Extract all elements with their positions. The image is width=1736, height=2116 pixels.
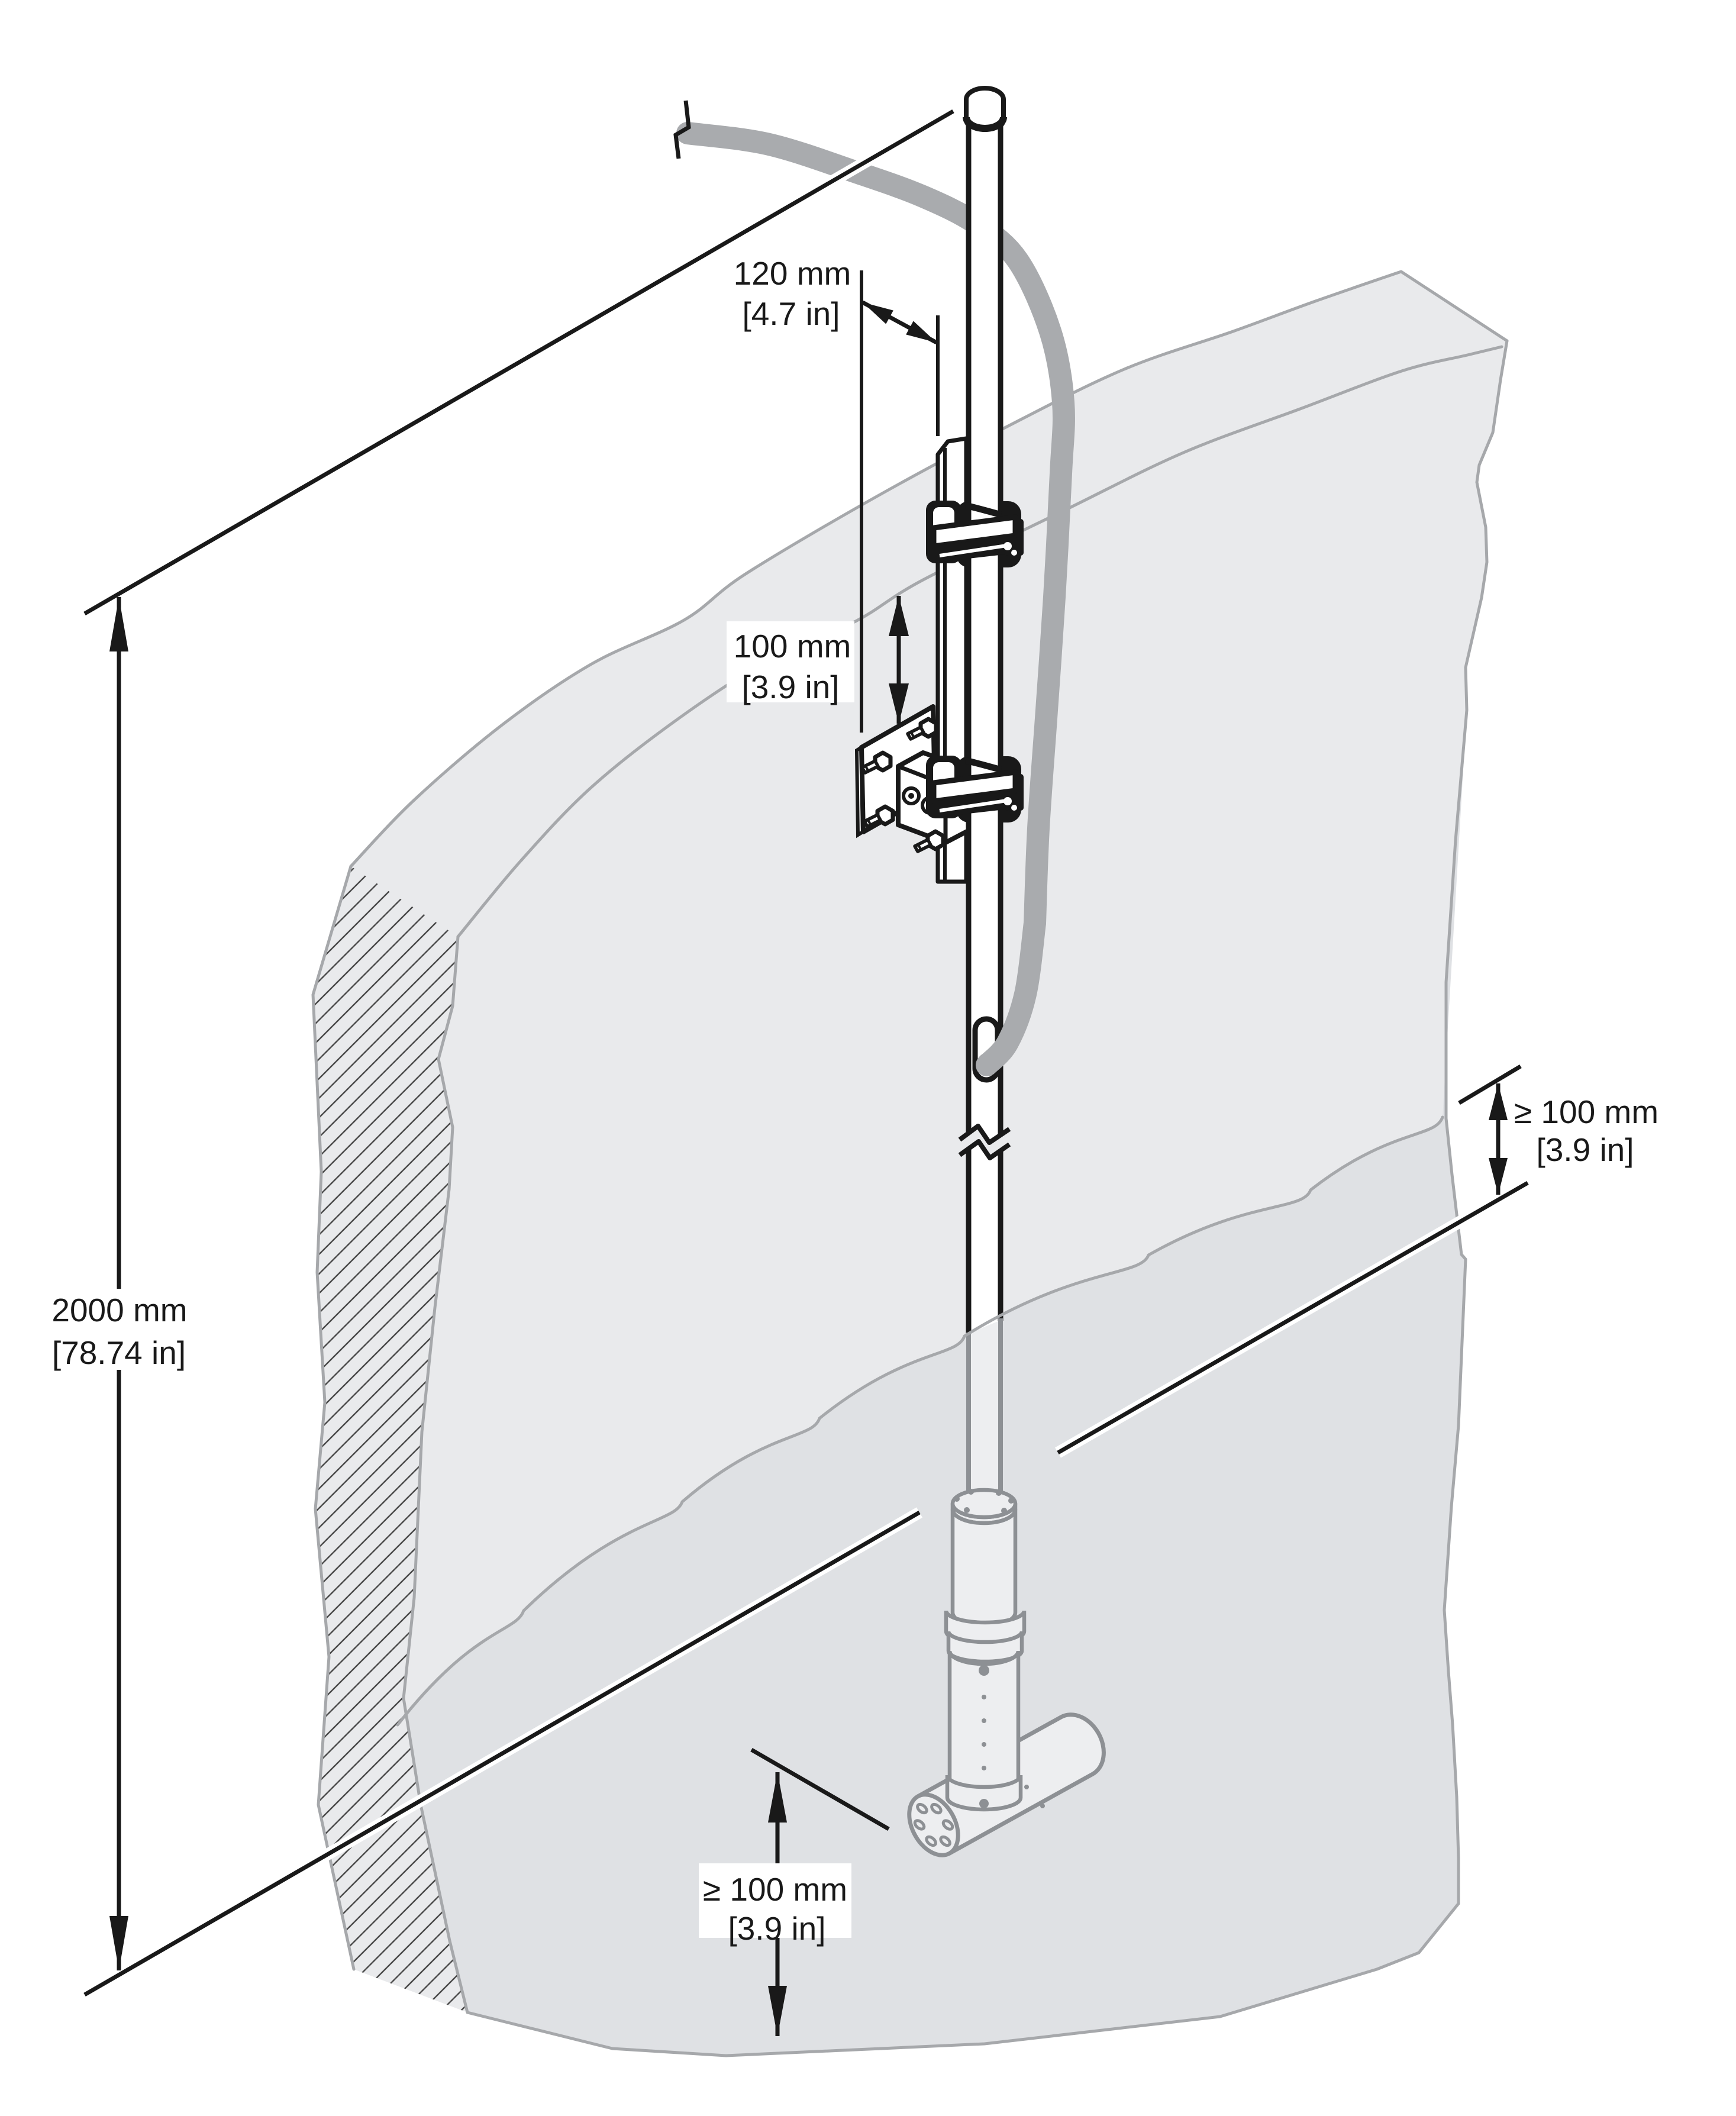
svg-text:[3.9 in]: [3.9 in]	[728, 1910, 825, 1947]
svg-text:[78.74 in]: [78.74 in]	[52, 1334, 186, 1371]
svg-text:[4.7 in]: [4.7 in]	[742, 295, 840, 332]
svg-text:2000 mm: 2000 mm	[51, 1292, 187, 1328]
svg-text:120 mm: 120 mm	[734, 255, 851, 292]
svg-text:≥ 100 mm: ≥ 100 mm	[1514, 1094, 1658, 1130]
svg-text:[3.9 in]: [3.9 in]	[1536, 1131, 1634, 1168]
svg-text:≥ 100 mm: ≥ 100 mm	[703, 1871, 847, 1908]
svg-text:100 mm: 100 mm	[734, 628, 851, 665]
svg-text:[3.9 in]: [3.9 in]	[741, 669, 839, 705]
